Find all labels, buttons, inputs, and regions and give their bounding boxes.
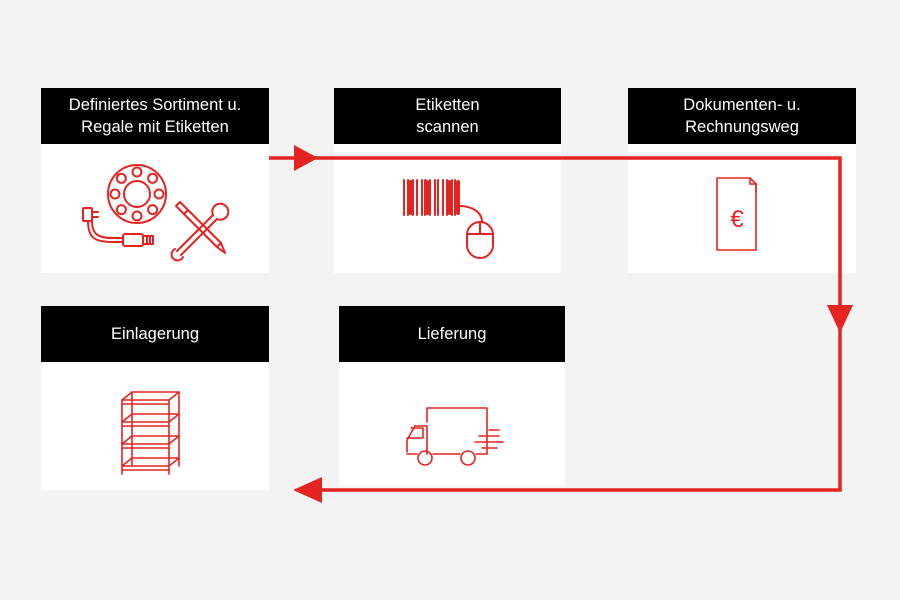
- step-title: Lieferung: [417, 325, 487, 343]
- step-header: Einlagerung: [41, 306, 269, 362]
- arrow-head-down: [827, 305, 853, 333]
- euro-document-icon: €: [716, 177, 757, 251]
- step-title-line1: Etiketten: [415, 96, 480, 114]
- step-header: Dokumenten- u. Rechnungsweg: [628, 88, 856, 144]
- step-header: Etiketten scannen: [334, 88, 561, 144]
- step-card-scan: Etiketten scannen: [334, 88, 561, 273]
- shelf-icon: [121, 391, 180, 475]
- step-card-dokumente: Dokumenten- u. Rechnungsweg €: [628, 88, 856, 273]
- step-header: Lieferung: [339, 306, 565, 362]
- arrow-head-left: [293, 477, 322, 503]
- arrow-head-right: [294, 145, 318, 171]
- step-card-sortiment: Definiertes Sortiment u. Regale mit Etik…: [41, 88, 269, 273]
- step-title-line2: Regale mit Etiketten: [81, 118, 229, 136]
- step-card-lieferung: Lieferung: [339, 306, 565, 486]
- bearing-cable-tools-icon: [82, 164, 230, 262]
- step-title-line1: Dokumenten- u.: [683, 96, 801, 114]
- barcode-mouse-icon: [403, 179, 494, 259]
- step-title-line2: Rechnungsweg: [685, 118, 799, 136]
- step-title: Einlagerung: [110, 325, 200, 343]
- step-card-einlagerung: Einlagerung: [41, 306, 269, 490]
- step-title-line1: Definiertes Sortiment u.: [68, 96, 242, 114]
- delivery-truck-icon: [406, 407, 504, 466]
- step-header: Definiertes Sortiment u. Regale mit Etik…: [41, 88, 269, 144]
- step-title-line2: scannen: [416, 118, 479, 136]
- svg-text:€: €: [730, 206, 744, 233]
